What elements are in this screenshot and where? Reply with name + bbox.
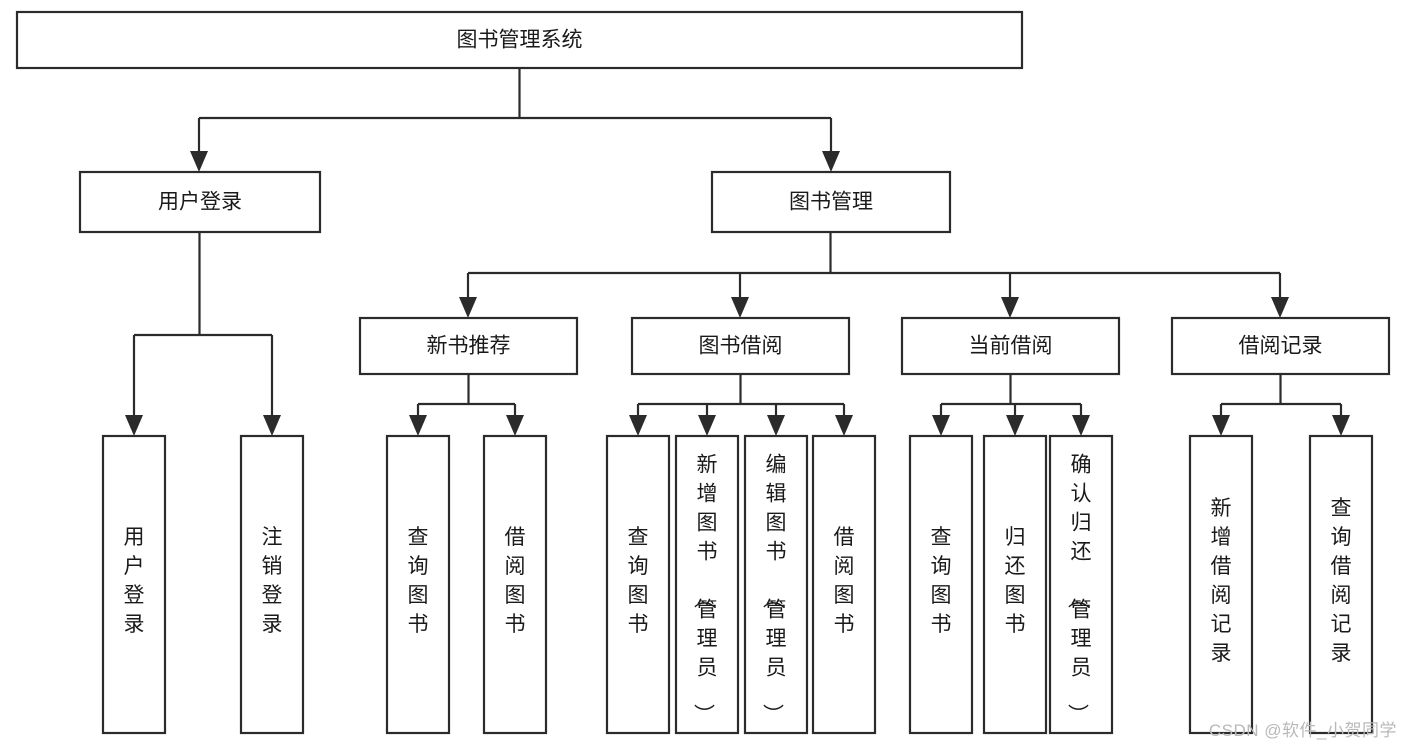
node-leaf-query-book-recommend[interactable]: 查询图书 — [385, 434, 451, 735]
connector-layer — [132, 68, 1343, 416]
arrow-to-leaf-add-borrow-record — [1212, 415, 1230, 436]
node-label-leaf-add-book: 新增图书（管理员） — [692, 454, 718, 725]
node-label-user-login: 用户登录 — [158, 191, 242, 214]
node-box-leaf-query-book-borrow — [605, 434, 671, 735]
node-label-leaf-query-book-borrow: 查询图书 — [628, 526, 649, 636]
node-leaf-borrow-book[interactable]: 借阅图书 — [811, 434, 877, 735]
arrow-to-leaf-add-book — [698, 415, 716, 436]
node-box-leaf-query-book-current — [908, 434, 974, 735]
watermark-text: CSDN @软件_小贺同学 — [1208, 721, 1397, 740]
arrow-to-leaf-logout-login — [263, 415, 281, 436]
arrow-to-leaf-user-login — [125, 415, 143, 436]
node-label-leaf-confirm-return: 确认归还（管理员） — [1066, 454, 1092, 725]
arrow-to-leaf-query-book-borrow — [629, 415, 647, 436]
node-box-new-book-recommend — [358, 316, 579, 376]
arrow-to-leaf-query-book-recommend — [409, 415, 427, 436]
node-label-leaf-edit-book: 编辑图书（管理员） — [761, 454, 787, 725]
node-leaf-add-borrow-record[interactable]: 新增借阅记录 — [1188, 434, 1254, 735]
node-leaf-borrow-book-recommend[interactable]: 借阅图书 — [482, 434, 548, 735]
node-box-leaf-add-borrow-record — [1188, 434, 1254, 735]
node-box-leaf-user-login — [101, 434, 167, 735]
node-label-leaf-query-borrow-record: 查询借阅记录 — [1331, 497, 1352, 665]
node-box-root — [15, 10, 1024, 70]
node-box-current-borrow — [900, 316, 1121, 376]
arrow-to-leaf-borrow-book — [835, 415, 853, 436]
arrow-to-borrow-record — [1271, 297, 1289, 318]
node-book-borrow[interactable]: 图书借阅 — [630, 316, 851, 376]
node-box-leaf-add-book — [674, 434, 740, 735]
node-label-leaf-query-book-recommend: 查询图书 — [408, 526, 429, 636]
node-label-book-management: 图书管理 — [789, 191, 873, 214]
node-root[interactable]: 图书管理系统 — [15, 10, 1024, 70]
node-box-leaf-logout-login — [239, 434, 305, 735]
arrow-to-leaf-confirm-return — [1072, 415, 1090, 436]
node-label-leaf-add-borrow-record: 新增借阅记录 — [1211, 497, 1232, 665]
node-label-book-borrow: 图书借阅 — [699, 335, 783, 358]
arrow-to-book-management — [822, 151, 840, 172]
node-box-leaf-borrow-book-recommend — [482, 434, 548, 735]
node-box-user-login — [78, 170, 322, 234]
node-label-leaf-user-login: 用户登录 — [124, 526, 145, 636]
node-leaf-user-login[interactable]: 用户登录 — [101, 434, 167, 735]
node-leaf-query-book-current[interactable]: 查询图书 — [908, 434, 974, 735]
node-label-current-borrow: 当前借阅 — [969, 335, 1053, 358]
node-box-book-borrow — [630, 316, 851, 376]
node-box-leaf-query-borrow-record — [1308, 434, 1374, 735]
node-box-leaf-query-book-recommend — [385, 434, 451, 735]
arrow-to-leaf-return-book — [1006, 415, 1024, 436]
node-label-leaf-borrow-book-recommend: 借阅图书 — [505, 526, 526, 636]
node-leaf-edit-book[interactable]: 编辑图书（管理员） — [743, 434, 809, 735]
arrow-to-leaf-query-book-current — [932, 415, 950, 436]
node-leaf-logout-login[interactable]: 注销登录 — [239, 434, 305, 735]
node-book-management[interactable]: 图书管理 — [710, 170, 952, 234]
arrow-to-book-borrow — [731, 297, 749, 318]
arrow-to-leaf-query-borrow-record — [1332, 415, 1350, 436]
node-borrow-record[interactable]: 借阅记录 — [1170, 316, 1391, 376]
node-label-leaf-return-book: 归还图书 — [1005, 526, 1026, 636]
node-leaf-add-book[interactable]: 新增图书（管理员） — [674, 434, 740, 735]
node-user-login[interactable]: 用户登录 — [78, 170, 322, 234]
arrow-to-leaf-edit-book — [767, 415, 785, 436]
node-label-new-book-recommend: 新书推荐 — [427, 335, 511, 358]
node-leaf-return-book[interactable]: 归还图书 — [982, 434, 1048, 735]
node-box-leaf-confirm-return — [1048, 434, 1114, 735]
node-label-root: 图书管理系统 — [457, 29, 583, 52]
node-box-leaf-edit-book — [743, 434, 809, 735]
arrow-to-new-book-recommend — [459, 297, 477, 318]
node-box-book-management — [710, 170, 952, 234]
node-label-borrow-record: 借阅记录 — [1239, 335, 1323, 358]
node-label-leaf-borrow-book: 借阅图书 — [834, 526, 855, 636]
node-label-leaf-query-book-current: 查询图书 — [931, 526, 952, 636]
arrow-layer — [125, 151, 1350, 436]
node-new-book-recommend[interactable]: 新书推荐 — [358, 316, 579, 376]
node-leaf-query-borrow-record[interactable]: 查询借阅记录 — [1308, 434, 1374, 735]
node-label-leaf-logout-login: 注销登录 — [262, 526, 283, 636]
node-box-leaf-return-book — [982, 434, 1048, 735]
arrow-to-leaf-borrow-book-recommend — [506, 415, 524, 436]
node-layer: 图书管理系统用户登录图书管理新书推荐图书借阅当前借阅借阅记录用户登录注销登录查询… — [15, 10, 1391, 735]
node-box-leaf-borrow-book — [811, 434, 877, 735]
arrow-to-current-borrow — [1001, 297, 1019, 318]
node-box-borrow-record — [1170, 316, 1391, 376]
arrow-to-user-login — [190, 151, 208, 172]
node-current-borrow[interactable]: 当前借阅 — [900, 316, 1121, 376]
node-leaf-confirm-return[interactable]: 确认归还（管理员） — [1048, 434, 1114, 735]
node-leaf-query-book-borrow[interactable]: 查询图书 — [605, 434, 671, 735]
